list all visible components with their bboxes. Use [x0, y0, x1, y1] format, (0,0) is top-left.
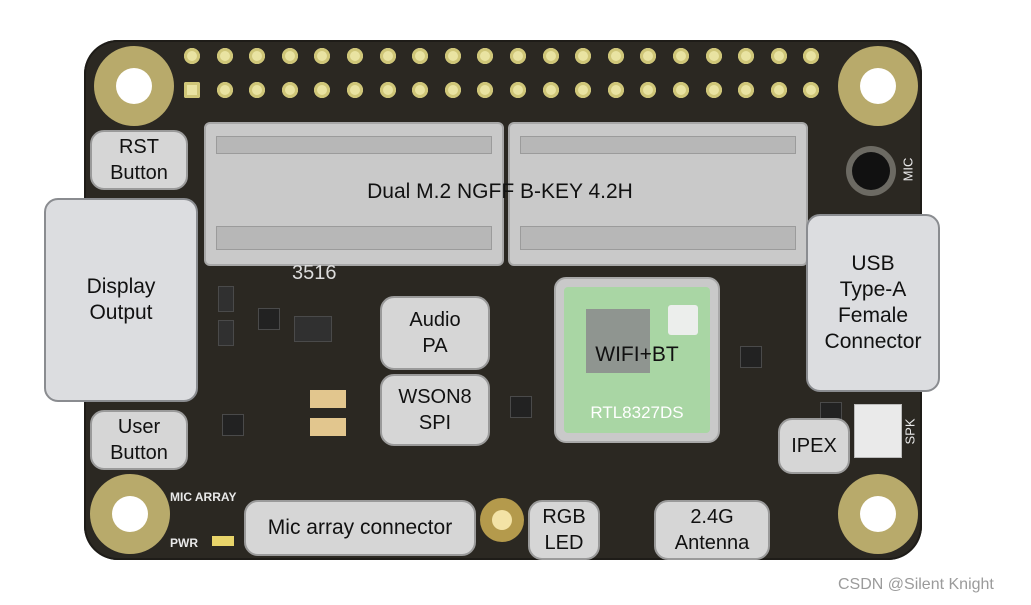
- gpio-pin: [542, 82, 559, 98]
- inductor: [740, 346, 762, 368]
- microphone: [846, 146, 896, 196]
- gpio-pin: [575, 82, 592, 98]
- gpio-pin: [673, 82, 689, 98]
- rtl-label: RTL8327DS: [590, 403, 684, 422]
- gpio-pin: [542, 48, 559, 64]
- wifi-bt-module: WIFI+BT RTL8327DS: [554, 277, 720, 443]
- gpio-pin: [216, 48, 233, 64]
- gpio-pin: [347, 82, 363, 98]
- gpio-pin: [575, 48, 592, 64]
- gpio-pin: [510, 82, 526, 98]
- gpio-pin: [379, 48, 396, 64]
- gpio-pin: [705, 48, 722, 64]
- gpio-pin: [347, 48, 363, 64]
- capacitor: [310, 418, 346, 436]
- inductor: [510, 396, 532, 418]
- gpio-pin: [640, 82, 657, 98]
- gpio-pin: [705, 82, 722, 98]
- silkscreen-spk: SPK: [902, 418, 918, 445]
- m2-connector-left: [204, 122, 504, 266]
- audio-pa-label: Audio PA: [380, 296, 490, 370]
- gpio-pin: [249, 48, 266, 64]
- gpio-pin: [510, 48, 526, 64]
- pcb-board: [84, 40, 922, 560]
- gpio-pin: [477, 48, 494, 64]
- gpio-pin: [738, 82, 755, 98]
- rst-button-label: RST Button: [90, 130, 188, 190]
- usb-type-a-label: USB Type-A Female Connector: [806, 214, 940, 392]
- mount-hole-bottom-right: [838, 474, 918, 554]
- gpio-pin: [281, 82, 298, 98]
- rgb-led-label: RGB LED: [528, 500, 600, 560]
- silkscreen-mic-array: MIC ARRAY: [170, 490, 237, 504]
- wifi-label: WIFI+BT: [595, 343, 679, 366]
- mount-hole-top-left: [94, 46, 174, 126]
- mic-array-connector-label: Mic array connector: [244, 500, 476, 556]
- gpio-pin: [379, 82, 396, 98]
- watermark: CSDN @Silent Knight: [838, 576, 994, 593]
- m2-label: Dual M.2 NGFF B-KEY 4.2H: [367, 180, 633, 203]
- gpio-pin: [281, 48, 298, 64]
- m2-connector-right: [508, 122, 808, 266]
- gpio-pin: [673, 48, 689, 64]
- mount-hole-bottom-left: [90, 474, 170, 554]
- inductor: [258, 308, 280, 330]
- gpio-pin: [314, 48, 331, 64]
- silkscreen-mic: MIC: [900, 157, 916, 182]
- gpio-pin: [216, 82, 233, 98]
- capacitor: [310, 390, 346, 408]
- silkscreen-pwr: PWR: [170, 536, 198, 550]
- gpio-pin: [640, 48, 657, 64]
- inductor: [222, 414, 244, 436]
- speaker-connector: [854, 404, 902, 458]
- silkscreen-3516: 3516: [292, 262, 337, 284]
- gpio-pin: [770, 48, 787, 64]
- antenna-label: 2.4G Antenna: [654, 500, 770, 560]
- gpio-pin: [412, 82, 429, 98]
- display-output-label: Display Output: [44, 198, 198, 402]
- gpio-pin: [444, 82, 461, 98]
- gpio-pin: [477, 82, 494, 98]
- gpio-pin: [412, 48, 429, 64]
- gpio-pin: [184, 48, 200, 64]
- ic-chip: [218, 320, 234, 346]
- wson8-spi-label: WSON8 SPI: [380, 374, 490, 446]
- ipex-label: IPEX: [778, 418, 850, 474]
- gpio-pin: [607, 48, 624, 64]
- ic-chip: [294, 316, 332, 342]
- ic-chip: [218, 286, 234, 312]
- gpio-pin: [444, 48, 461, 64]
- gpio-pin: [184, 82, 200, 98]
- gpio-pin: [738, 48, 755, 64]
- user-button-label: User Button: [90, 410, 188, 470]
- gpio-pin: [607, 82, 624, 98]
- gpio-pin: [249, 82, 266, 98]
- gpio-pin: [314, 82, 331, 98]
- gpio-pin: [803, 82, 820, 98]
- gpio-pin: [770, 82, 787, 98]
- rgb-led: [480, 498, 524, 542]
- mount-hole-top-right: [838, 46, 918, 126]
- gpio-pin: [803, 48, 820, 64]
- pwr-led: [212, 536, 234, 546]
